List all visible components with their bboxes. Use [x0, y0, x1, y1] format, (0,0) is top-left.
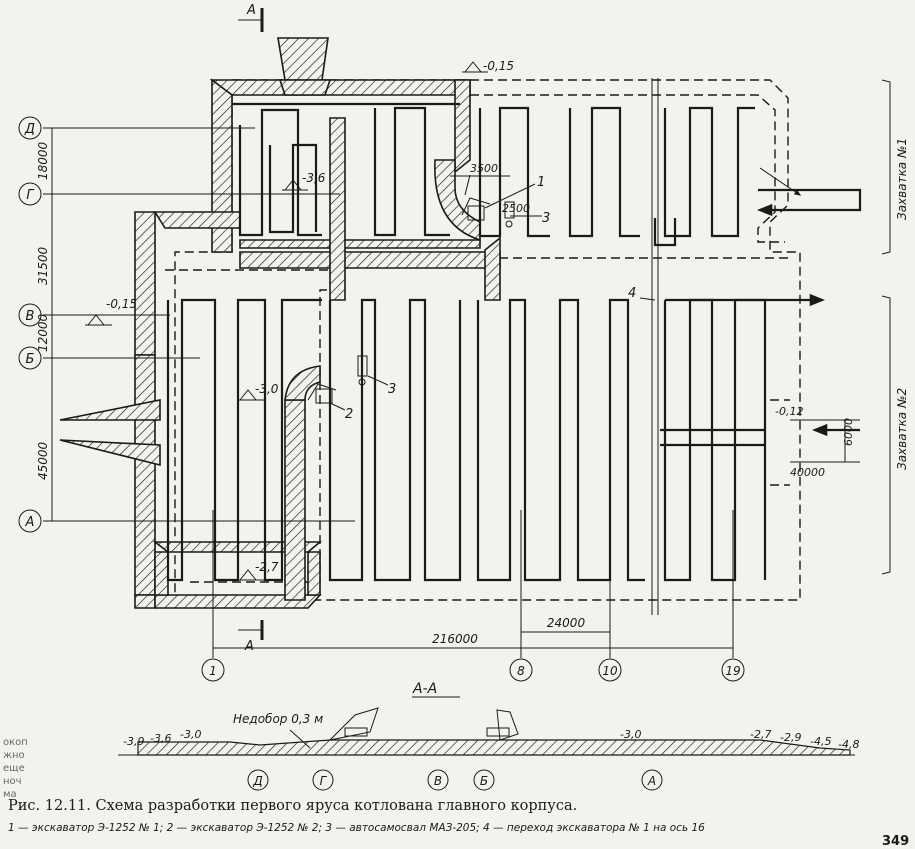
- grid-axes: [43, 127, 734, 658]
- sec-elev-7: -4,5: [810, 735, 831, 748]
- dim-2500: 2500: [502, 202, 530, 215]
- sec-elev-5: -2,7: [750, 728, 771, 741]
- vertical-dimensions: 18000 31500 12000 45000: [36, 141, 50, 480]
- axis-number-19: 19: [725, 664, 740, 678]
- dim-216000: 216000: [432, 632, 478, 646]
- dim-6000: 6000: [842, 418, 855, 446]
- elev-30: -3,0: [255, 382, 279, 396]
- callouts: 1 3500 2500 3 2 3 4 40000 6000 -0,12: [329, 162, 855, 479]
- figure-legend: 1 — экскаватор Э-1252 № 1; 2 — экскавато…: [8, 822, 705, 834]
- sec-elev-3: -3,0: [180, 728, 201, 741]
- axis-letter-a: А: [25, 515, 35, 530]
- sec-elev-4: -3,0: [620, 728, 641, 741]
- axis-number-1: 1: [209, 664, 217, 678]
- section-aa: А-А Недобор 0,3 м: [118, 681, 855, 756]
- label-3-lower: 3: [388, 382, 396, 397]
- margin-line-4: ноч: [3, 776, 22, 787]
- label-4: 4: [628, 286, 636, 301]
- zone-brackets: Захватка №1 Захватка №2: [881, 79, 909, 575]
- dim-40000: 40000: [790, 466, 825, 479]
- nedobor-label: Недобор 0,3 м: [233, 712, 323, 726]
- axis-letter-g: Г: [26, 188, 35, 203]
- label-3-upper: 3: [542, 211, 550, 226]
- routes-zone-1: [232, 102, 862, 247]
- slopes-zone-1: [209, 37, 501, 301]
- routes-zone-2: [166, 293, 860, 582]
- dim-12000: 12000: [36, 313, 50, 352]
- elev-36: -3,6: [302, 171, 326, 185]
- margin-line-1: окоп: [3, 737, 28, 748]
- sec-elev-1: -3,9: [123, 735, 144, 748]
- truck-1-icon: [504, 201, 515, 228]
- margin-line-3: еще: [3, 763, 25, 774]
- sec-elev-2: -3,6: [150, 732, 171, 745]
- outer-contour: [165, 79, 801, 601]
- section-mark-top: А: [246, 3, 256, 18]
- dim-012: -0,12: [775, 405, 803, 418]
- label-1: 1: [537, 175, 545, 190]
- section-markers: А А: [238, 3, 264, 654]
- sec-axis-g: Г: [320, 774, 328, 788]
- margin-line-5: ма: [3, 789, 17, 800]
- elev-015-left: -0,15: [106, 297, 137, 311]
- sec-axis-a: А: [647, 774, 656, 788]
- label-2: 2: [345, 407, 353, 422]
- axis-letter-v: В: [26, 309, 35, 324]
- axis-letter-b: Б: [26, 352, 35, 367]
- zone-1-label: Захватка №1: [895, 138, 909, 220]
- dim-31500: 31500: [36, 246, 50, 285]
- margin-text: окоп жно еще ноч ма: [3, 737, 28, 800]
- dim-3500: 3500: [470, 162, 498, 175]
- sec-elev-6: -2,9: [780, 731, 801, 744]
- axis-number-markers: 1 8 10 19: [201, 658, 745, 682]
- sec-elev-8: -4,8: [838, 738, 859, 751]
- dim-18000: 18000: [36, 141, 50, 180]
- section-mark-bottom: А: [244, 639, 254, 654]
- section-elevations: -3,9 -3,6 -3,0 -3,0 -2,7 -2,9 -4,5 -4,8: [123, 728, 859, 751]
- dim-45000: 45000: [36, 441, 50, 480]
- transition-line: [651, 78, 659, 615]
- elev-015-top: -0,15: [483, 59, 514, 73]
- zone-2-label: Захватка №2: [895, 388, 909, 470]
- excavator-1-icon: [461, 197, 491, 221]
- margin-line-2: жно: [3, 750, 25, 761]
- section-axes: Д Г В Б А: [247, 769, 663, 791]
- truck-2-icon: [357, 355, 368, 386]
- axis-letter-markers: Д Г В Б А: [18, 116, 42, 533]
- page-number: 349: [882, 834, 910, 849]
- elevation-marks: -0,15 -0,15 -3,6 -3,0 -2,7: [85, 59, 514, 581]
- axis-letter-d: Д: [24, 122, 35, 137]
- sec-axis-d: Д: [252, 774, 262, 788]
- sec-axis-b: Б: [480, 774, 488, 788]
- section-title: А-А: [412, 681, 437, 697]
- excavator-2-icon: [307, 383, 337, 404]
- axis-number-10: 10: [602, 664, 618, 678]
- figure-caption: Рис. 12.11. Схема разработки первого яру…: [8, 798, 578, 814]
- dim-24000: 24000: [547, 616, 586, 630]
- elev-27: -2,7: [255, 560, 279, 574]
- axis-number-8: 8: [517, 664, 525, 678]
- sec-axis-v: В: [434, 774, 442, 788]
